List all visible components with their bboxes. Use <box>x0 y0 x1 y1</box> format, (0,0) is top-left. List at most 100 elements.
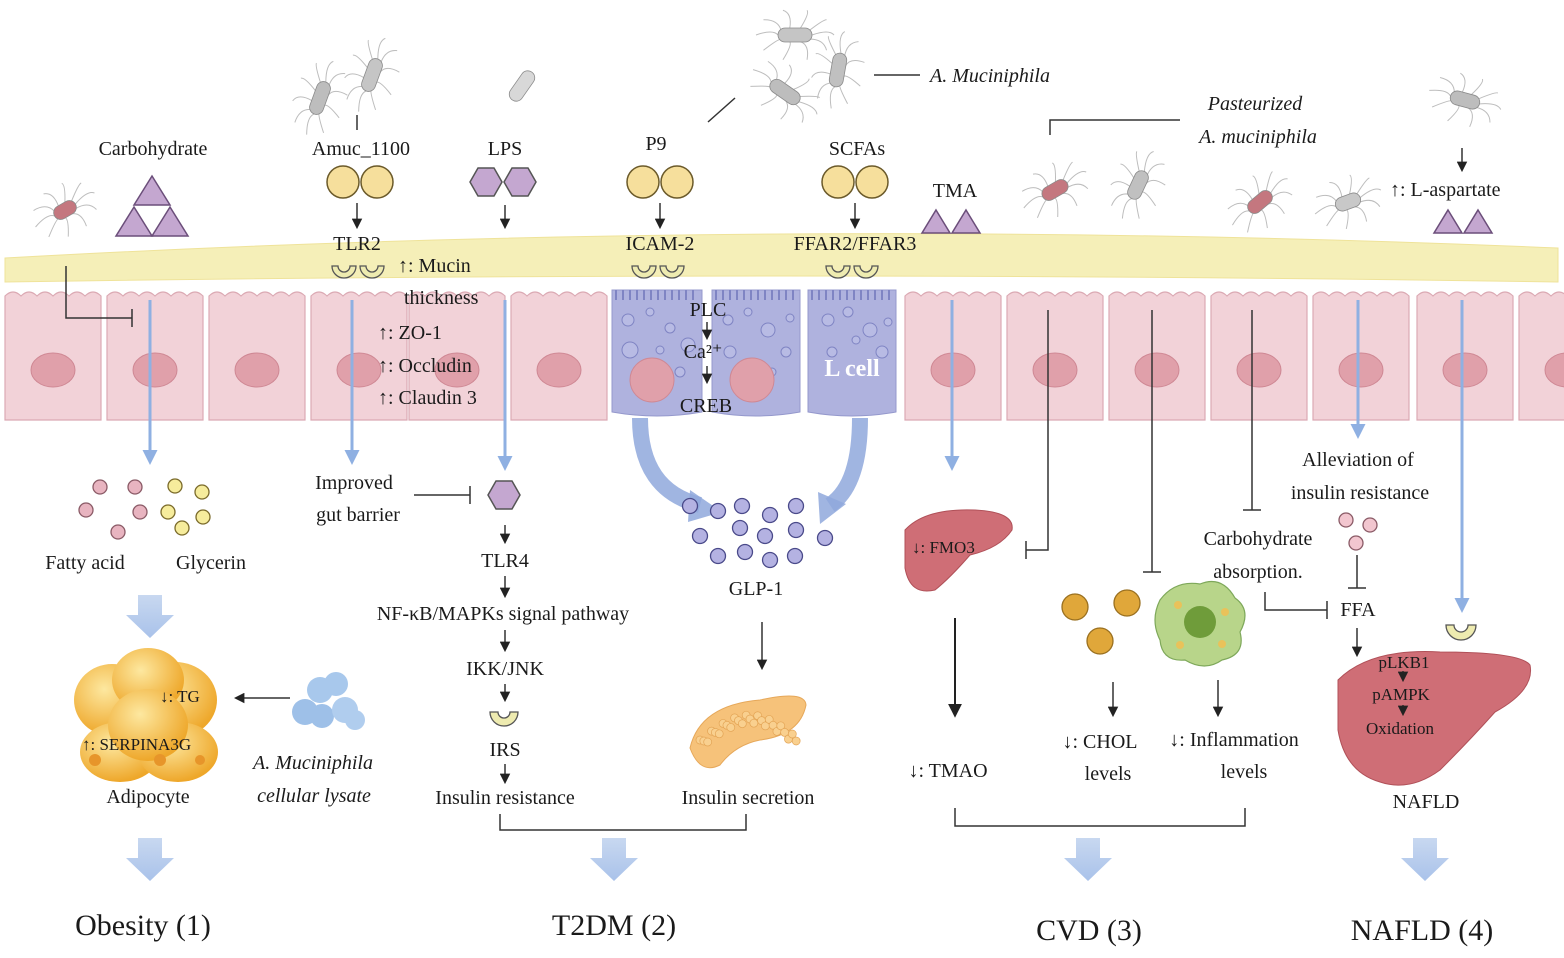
liver-nafld-icon <box>1337 651 1532 786</box>
label-improved-2: gut barrier <box>316 504 400 526</box>
label-a-muciniphila: A. Muciniphila <box>928 65 1050 87</box>
label-glp1: GLP-1 <box>729 578 783 600</box>
label-oxidation: Oxidation <box>1366 719 1434 738</box>
label-ikk: IKK/JNK <box>466 658 544 680</box>
receptor-icon <box>631 265 657 279</box>
glp1-dot <box>731 519 749 537</box>
epithelial-cell <box>208 291 306 421</box>
label-mucin-2: thickness <box>404 287 479 309</box>
label-tlr4: TLR4 <box>481 550 529 572</box>
bacterium-icon <box>1227 171 1293 233</box>
glp1-dot <box>736 543 754 561</box>
glp1-dot <box>681 497 699 515</box>
label-adipocyte: Adipocyte <box>106 786 189 808</box>
epithelial-cell <box>1518 291 1564 421</box>
epithelial-cell <box>408 291 506 421</box>
label-alleviation-1: Alleviation of <box>1302 449 1414 471</box>
label-occludin: ↑: Occludin <box>378 355 472 377</box>
receptor-icon <box>659 265 685 279</box>
bacterium-icon <box>1110 150 1166 219</box>
glp1-dot <box>709 547 727 565</box>
label-pasteurized-1: Pasteurized <box>1207 93 1303 115</box>
label-plc: PLC <box>690 299 727 321</box>
label-ffa: FFA <box>1340 599 1376 621</box>
receptor-icon <box>853 265 879 279</box>
receptors <box>331 265 879 279</box>
glp1-dot <box>709 502 727 520</box>
bacterium-icon <box>1314 174 1382 230</box>
epithelial-cell <box>4 291 102 421</box>
epithelial-cell <box>310 291 408 421</box>
label-obesity: Obesity (1) <box>75 909 211 942</box>
label-irs: IRS <box>489 739 520 761</box>
label-l-aspartate: ↑: L-aspartate <box>1390 179 1501 201</box>
label-plkb1: pLKB1 <box>1379 653 1430 672</box>
epithelial-cells <box>4 291 1564 421</box>
label-tmao: ↓: TMAO <box>908 760 987 782</box>
bacterium-icon <box>344 37 400 112</box>
label-fatty-acid: Fatty acid <box>45 552 124 574</box>
glp1-dots <box>681 497 834 569</box>
glp1-dot <box>787 521 805 539</box>
label-lcell: L cell <box>824 356 880 382</box>
bacteria-icons <box>33 9 1502 238</box>
label-ffar: FFAR2/FFAR3 <box>794 233 917 255</box>
molecules <box>114 165 1494 237</box>
block-arrows <box>126 595 1449 881</box>
bacterium-icon <box>1429 72 1502 128</box>
mucus-layer <box>4 233 1559 283</box>
label-carbohydrate: Carbohydrate <box>99 138 208 160</box>
nafld-receptor <box>1445 624 1477 641</box>
glp1-dot <box>816 529 834 547</box>
label-tg: ↓: TG <box>160 687 200 706</box>
bacterium-icon <box>1021 161 1089 218</box>
label-serpina: ↑: SERPINA3G <box>82 735 191 754</box>
l-cells <box>611 289 897 417</box>
blue-arrows <box>142 300 1470 613</box>
label-creb: CREB <box>680 395 732 417</box>
glp1-dot <box>733 497 751 515</box>
label-inflammation-2: levels <box>1221 761 1268 783</box>
bacterium-icon <box>811 31 865 109</box>
glp1-dot <box>786 547 804 565</box>
label-t2dm: T2DM (2) <box>552 909 676 942</box>
label-pampk: pAMPK <box>1372 685 1430 704</box>
bacterium-icon <box>508 70 536 102</box>
label-amuc: Amuc_1100 <box>312 138 410 160</box>
irs-receptor <box>489 711 519 727</box>
label-claudin: ↑: Claudin 3 <box>378 387 477 409</box>
glp1-dot <box>787 497 805 515</box>
bacterium-icon <box>755 9 835 60</box>
label-scfas: SCFAs <box>829 138 886 160</box>
lps-hexagon <box>487 480 521 510</box>
epithelial-cell <box>1312 291 1410 421</box>
label-cvd: CVD (3) <box>1036 914 1142 947</box>
label-carb-absorption-1: Carbohydrate <box>1204 528 1313 550</box>
glp1-dot <box>761 551 779 569</box>
label-insulin-secretion: Insulin secretion <box>682 787 815 809</box>
labels: Carbohydrate Amuc_1100 LPS P9 SCFAs TMA … <box>45 65 1500 947</box>
epithelial-cell <box>106 291 204 421</box>
epithelial-cell <box>1108 291 1206 421</box>
label-inflammation-1: ↓: Inflammation <box>1169 729 1298 751</box>
label-mucin-1: ↑: Mucin <box>398 255 471 277</box>
label-carb-absorption-2: absorption. <box>1213 561 1302 583</box>
adipocyte-icon <box>74 648 218 782</box>
fatty-acid-glycerin-dots <box>78 478 211 540</box>
receptor-icon <box>825 265 851 279</box>
connectors <box>65 74 1468 831</box>
epithelial-cell <box>510 291 608 421</box>
glp1-dot <box>691 527 709 545</box>
bacterium-icon <box>750 60 820 123</box>
pancreas-icon <box>689 695 807 769</box>
ffa-dots <box>1338 512 1378 551</box>
receptor-icon <box>331 265 357 279</box>
label-glycerin: Glycerin <box>176 552 246 574</box>
label-nafld: NAFLD (4) <box>1351 914 1494 947</box>
epithelial-cell <box>1006 291 1104 421</box>
epithelial-cell <box>1210 291 1308 421</box>
bacterium-icon <box>33 182 97 238</box>
label-icam2: ICAM-2 <box>626 233 695 255</box>
